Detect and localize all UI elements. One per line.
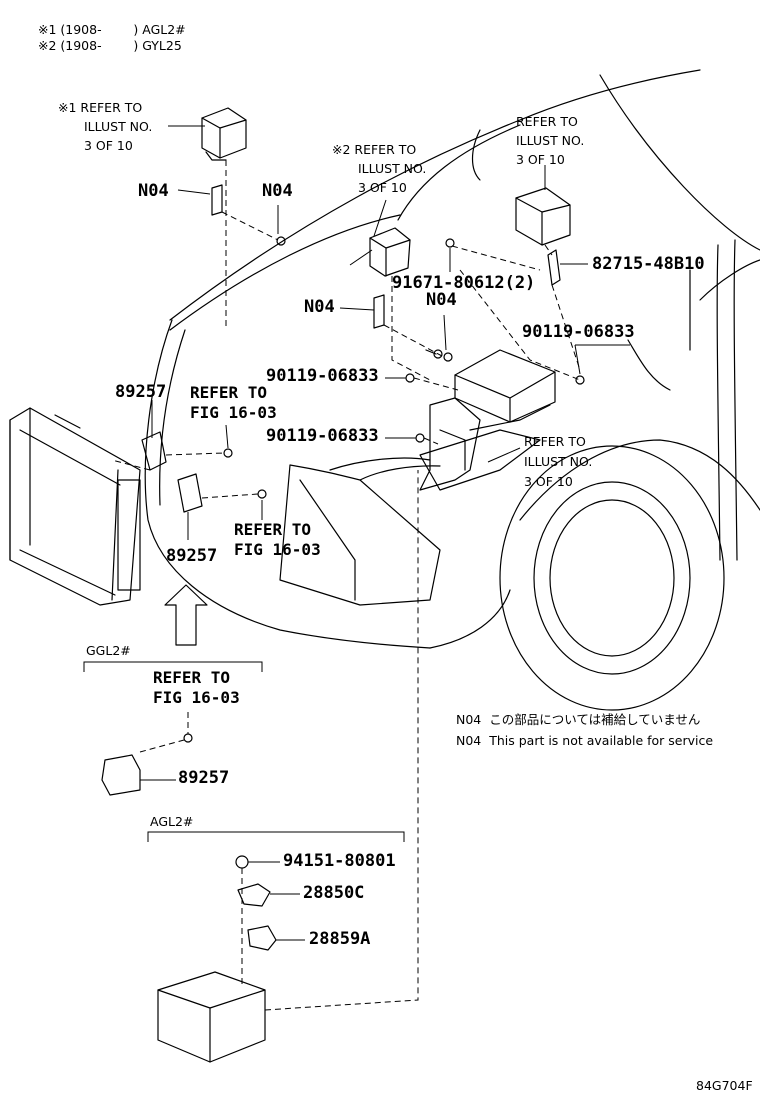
part-89257-lower: 89257 (166, 546, 218, 566)
radiator-assembly (10, 408, 140, 605)
leader-ref-center2 (374, 200, 386, 236)
dash-b-in (414, 378, 458, 390)
part-28850c: 28850C (303, 883, 365, 903)
part-n04-b: N04 (262, 181, 293, 201)
bolt-90119-c (416, 434, 424, 442)
front-wheel (500, 446, 724, 710)
sensor-89257-lower (178, 474, 202, 512)
dash-82715-up (545, 245, 552, 255)
part-90119-06833-low: 90119-06833 (266, 426, 379, 446)
part-91671-80612: 91671-80612(2) (392, 273, 536, 293)
bolt-fig-upper (224, 449, 232, 457)
battery (158, 972, 265, 1062)
bracket-n04-a (212, 185, 222, 215)
dash-c-in (424, 438, 438, 444)
note-jp: N04 この部品については補給していません (456, 712, 701, 727)
bracket-ggl2 (84, 662, 262, 672)
bolt-90119-b (406, 374, 414, 382)
leader-ref-center (350, 250, 372, 265)
part-n04-c: N04 (304, 297, 335, 317)
part-90119-06833-right: 90119-06833 (522, 322, 635, 342)
bracket-assembly (420, 350, 555, 490)
bolt-91671 (446, 239, 454, 247)
bolt-n04-d (444, 353, 452, 361)
leader-90119-r (575, 345, 580, 374)
terminal-28850c (238, 884, 270, 906)
vehicle-body-outline (145, 70, 760, 648)
bracket-n04-c (374, 295, 384, 328)
dash-n04-bolt (222, 212, 278, 240)
part-90119-06833-mid: 90119-06833 (266, 366, 379, 386)
leader-n04-d (444, 315, 446, 350)
dash-ggl (140, 740, 184, 752)
part-89257-upper: 89257 (115, 382, 167, 402)
horn-upper-right (516, 188, 570, 245)
bracket-82715 (548, 250, 560, 285)
section-agl2: AGL2# (150, 814, 194, 829)
dash-89257-up (112, 460, 150, 470)
dash-battery-ecu (265, 470, 418, 1010)
bolt-90119-a (426, 350, 442, 358)
section-ggl2: GGL2# (86, 643, 131, 658)
leader-n04-a (178, 190, 210, 194)
part-n04-d: N04 (426, 290, 457, 310)
dash-right-horn-long (460, 270, 580, 380)
leader-n04-c (340, 308, 374, 310)
header-line-1: ※1 (1908- ) AGL2# (38, 22, 186, 37)
horn-center (370, 228, 410, 276)
dash-center-down (392, 276, 430, 380)
leader-ref-rm (488, 448, 520, 462)
dash-91671 (452, 246, 540, 270)
dash-89257-low (202, 494, 258, 498)
part-82715-48b10: 82715-48B10 (592, 254, 705, 274)
sensor-89257-upper (142, 432, 166, 470)
bracket-agl2 (148, 832, 404, 842)
part-89257-ggl2: 89257 (178, 768, 230, 788)
note-en: N04 This part is not available for servi… (456, 733, 714, 748)
part-28859a: 28859A (309, 929, 371, 949)
dash-n04c (384, 325, 442, 356)
bolt-fig-lower (258, 490, 266, 498)
part-94151-80801: 94151-80801 (283, 851, 396, 871)
diagram-code: 84G704F (696, 1078, 753, 1093)
dash-fig-upper (166, 453, 224, 455)
leader-fig-upper (226, 425, 228, 448)
bolt-n04-b (277, 237, 285, 245)
direction-arrow (165, 585, 207, 645)
bolt-90119-right (576, 376, 584, 384)
header-line-2: ※2 (1908- ) GYL25 (38, 38, 182, 53)
terminal-28859a (248, 926, 276, 950)
dash-82715 (552, 285, 580, 370)
horn-upper-left (202, 108, 246, 160)
part-n04-a: N04 (138, 181, 169, 201)
nut-94151 (236, 856, 248, 868)
